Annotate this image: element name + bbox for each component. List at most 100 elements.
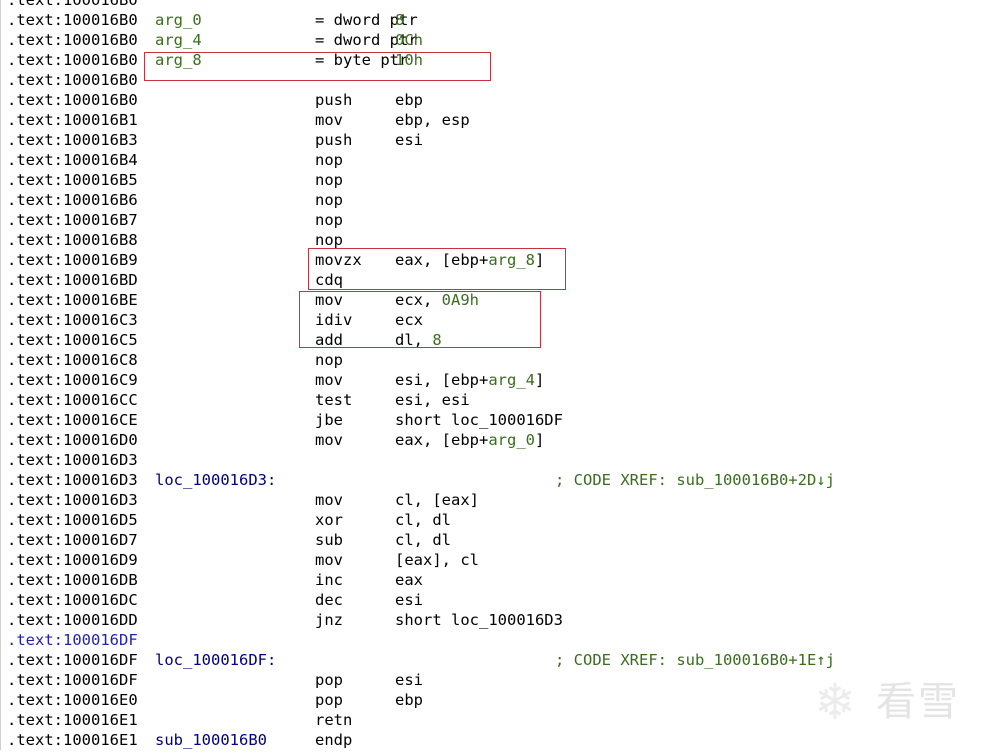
address: .text:100016DF <box>7 671 138 689</box>
address: .text:100016DD <box>7 611 138 629</box>
address: .text:100016B0 <box>7 0 138 9</box>
highlight-box-idiv <box>299 291 541 348</box>
listing-row[interactable]: .text:100016B4 nop <box>1 150 984 170</box>
variable-name[interactable]: arg_4 <box>155 31 202 49</box>
operand-part: esi <box>395 591 423 609</box>
operands: 8 <box>395 10 404 30</box>
mnemonic: mov <box>315 551 343 569</box>
address: .text:100016BE <box>7 291 138 309</box>
operands: esi, esi <box>395 390 470 410</box>
highlight-box-arg8 <box>144 52 491 81</box>
operand-part: ] <box>535 251 545 269</box>
mnemonic: mov <box>315 111 343 129</box>
operands: cl, dl <box>395 510 451 530</box>
operand-part: ecx, <box>395 291 442 309</box>
operand-part: 0A9h <box>441 291 479 309</box>
xref-text: ; CODE XREF: sub_100016B0+2D <box>555 471 817 489</box>
listing-row[interactable]: .text:100016D3 <box>1 450 984 470</box>
operands: ecx <box>395 310 423 330</box>
operand-part: ebp <box>395 691 423 709</box>
address: .text:100016E0 <box>7 691 138 709</box>
mnemonic: nop <box>315 151 343 169</box>
xref-arrow-icon: ↓j <box>816 471 835 489</box>
mnemonic: mov <box>315 371 343 389</box>
mnemonic: jnz <box>315 611 343 629</box>
operand-part: dl, <box>395 331 433 349</box>
address: .text:100016B0 <box>7 11 138 29</box>
variable-name[interactable]: arg_0 <box>155 11 202 29</box>
address: .text:100016B0 <box>7 71 138 89</box>
address: .text:100016B9 <box>7 251 138 269</box>
address: .text:100016C5 <box>7 331 138 349</box>
mnemonic: pop <box>315 691 343 709</box>
listing-row[interactable]: .text:100016B0 <box>1 70 984 90</box>
mnemonic: mov <box>315 491 343 509</box>
xref-comment[interactable]: ; CODE XREF: sub_100016B0+2D↓j <box>555 470 835 490</box>
mnemonic: = dword ptr <box>315 31 418 49</box>
snowflake-icon: ❄ <box>814 673 856 731</box>
address: .text:100016B3 <box>7 131 138 149</box>
xref-arrow-icon: ↑j <box>816 651 835 669</box>
operands: ebp <box>395 690 423 710</box>
operand-part: short loc_100016D3 <box>395 611 563 629</box>
code-label[interactable]: sub_100016B0 <box>155 731 267 749</box>
mnemonic: pop <box>315 671 343 689</box>
address: .text:100016D7 <box>7 531 138 549</box>
listing-row[interactable]: .text:100016DF <box>1 630 984 650</box>
mnemonic: movzx <box>315 251 362 269</box>
address: .text:100016D3 <box>7 491 138 509</box>
mnemonic: push <box>315 91 353 109</box>
operand-part: eax, [ebp+ <box>395 251 489 269</box>
xref-comment[interactable]: ; CODE XREF: sub_100016B0+1E↑j <box>555 650 835 670</box>
operand-part: [eax], cl <box>395 551 479 569</box>
code-label[interactable]: loc_100016D3: <box>155 471 277 489</box>
listing-row[interactable]: .text:100016DD jnz short loc_100016D3 <box>1 610 984 630</box>
listing-row[interactable]: .text:100016B0 <box>1 0 984 10</box>
variable-name[interactable]: arg_8 <box>155 51 202 69</box>
mnemonic: test <box>315 391 353 409</box>
address: .text:100016C9 <box>7 371 138 389</box>
operand-part: 10h <box>395 51 423 69</box>
listing-row[interactable]: .text:100016E0 pop ebp <box>1 690 984 710</box>
address: .text:100016B6 <box>7 191 138 209</box>
mnemonic: nop <box>315 211 343 229</box>
address: .text:100016B8 <box>7 231 138 249</box>
address: .text:100016B4 <box>7 151 138 169</box>
code-label[interactable]: loc_100016DF: <box>155 651 277 669</box>
mnemonic: cdq <box>315 271 343 289</box>
address: .text:100016D3 <box>7 451 138 469</box>
operands: dl, 8 <box>395 330 442 350</box>
